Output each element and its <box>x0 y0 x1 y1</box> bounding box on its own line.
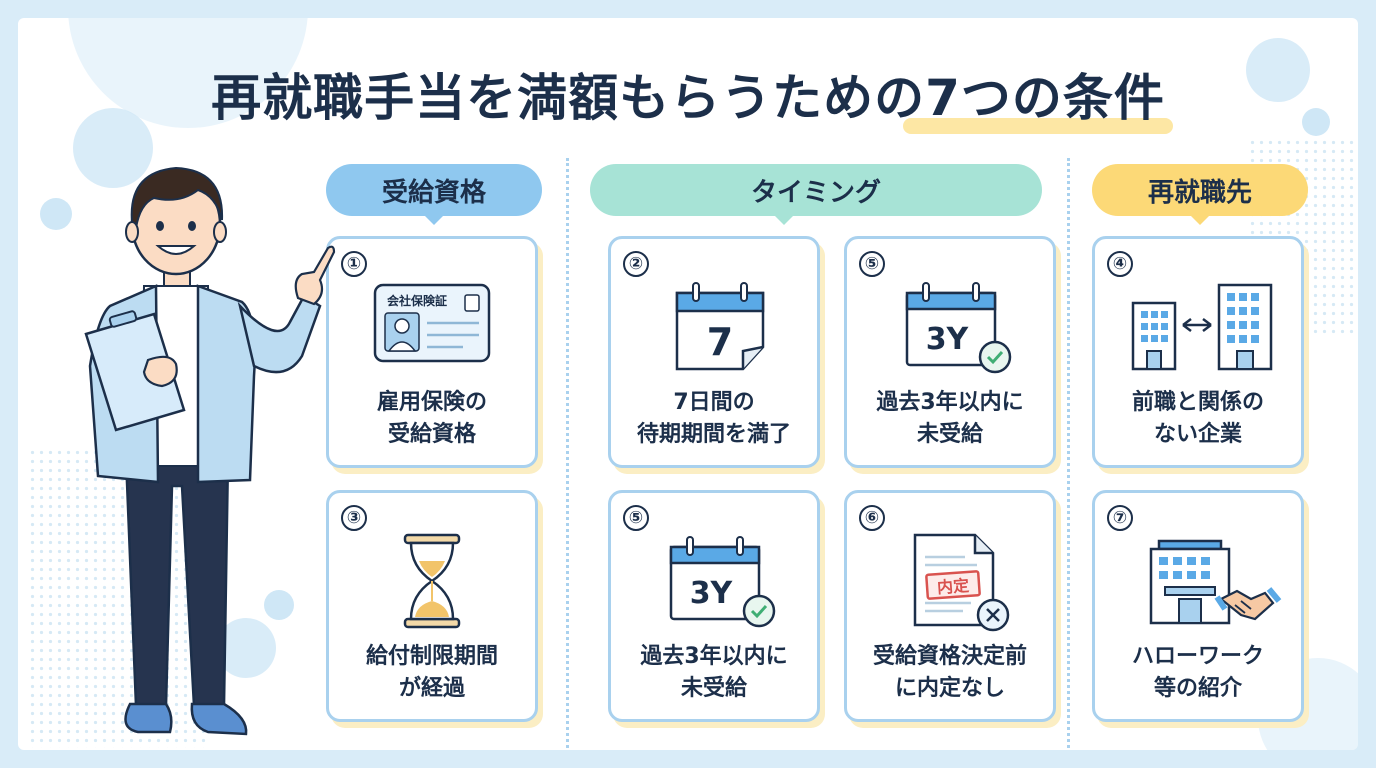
condition-card-1: ① 会社保険証 雇用保険の受給資格 <box>326 236 538 468</box>
category-timing: タイミング <box>590 164 1042 225</box>
condition-number: ⑥ <box>859 505 885 531</box>
condition-card-3: ③ 給付制限期間が経過 <box>326 490 538 722</box>
condition-number: ⑤ <box>623 505 649 531</box>
condition-number: ⑦ <box>1107 505 1133 531</box>
hourglass-icon <box>403 533 461 629</box>
calendar-3y-check-icon: 3Y <box>905 282 1012 374</box>
decor-bubble <box>1246 38 1310 102</box>
page-title: 再就職手当を満額もらうための7つの条件 <box>211 58 1173 134</box>
condition-number: ① <box>341 251 367 277</box>
infographic-frame: 再就職手当を満額もらうための7つの条件 受給資格 タイミング 再就職先 ① 会社… <box>18 18 1358 750</box>
condition-card-7: ⑦ ハローワーク等の紹介 <box>1092 490 1304 722</box>
condition-card-4: ④ 前職と関係のない企業 <box>1092 236 1304 468</box>
column-separator <box>1067 158 1070 748</box>
condition-label: 7日間の待期期間を満了 <box>636 390 791 447</box>
calendar-3y-check-icon: 3Y <box>669 536 776 628</box>
condition-label: ハローワーク等の紹介 <box>1131 644 1264 701</box>
calendar-number: 3Y <box>690 576 734 611</box>
condition-number: ③ <box>341 505 367 531</box>
condition-label: 給付制限期間が経過 <box>365 644 498 701</box>
decor-dots <box>28 448 208 748</box>
condition-card-5a: ⑤ 3Y 過去3年以内に未受給 <box>844 236 1056 468</box>
calendar-number: 3Y <box>926 322 970 357</box>
condition-label: 過去3年以内に未受給 <box>876 390 1024 447</box>
condition-label: 雇用保険の受給資格 <box>376 390 487 447</box>
condition-card-6: ⑥ 内定 受給資格決定前に内定なし <box>844 490 1056 722</box>
insurance-card-icon: 会社保険証 <box>373 283 491 363</box>
building-handshake-icon <box>1149 539 1282 625</box>
condition-label: 受給資格決定前に内定なし <box>872 644 1027 701</box>
title-highlight <box>902 118 1173 134</box>
column-separator <box>566 158 569 748</box>
card-caption: 会社保険証 <box>387 293 447 308</box>
condition-card-2: ② 7 7日間の待期期間を満了 <box>608 236 820 468</box>
category-employer: 再就職先 <box>1092 164 1308 225</box>
condition-label: 過去3年以内に未受給 <box>640 644 788 701</box>
category-eligibility: 受給資格 <box>326 164 542 225</box>
condition-number: ② <box>623 251 649 277</box>
decor-bubble <box>73 108 153 188</box>
condition-number: ④ <box>1107 251 1133 277</box>
calendar-7-icon: 7 <box>675 282 765 371</box>
stamp-text: 内定 <box>936 576 969 597</box>
condition-number: ⑤ <box>859 251 885 277</box>
condition-card-5b: ⑤ 3Y 過去3年以内に未受給 <box>608 490 820 722</box>
offer-document-x-icon: 内定 <box>913 533 1010 632</box>
two-buildings-icon <box>1131 283 1273 371</box>
decor-bubble <box>40 198 72 230</box>
decor-bubble <box>264 590 294 620</box>
presenter-illustration <box>84 166 336 736</box>
calendar-number: 7 <box>707 320 733 364</box>
decor-bubble <box>1302 108 1330 136</box>
condition-label: 前職と関係のない企業 <box>1131 390 1264 447</box>
